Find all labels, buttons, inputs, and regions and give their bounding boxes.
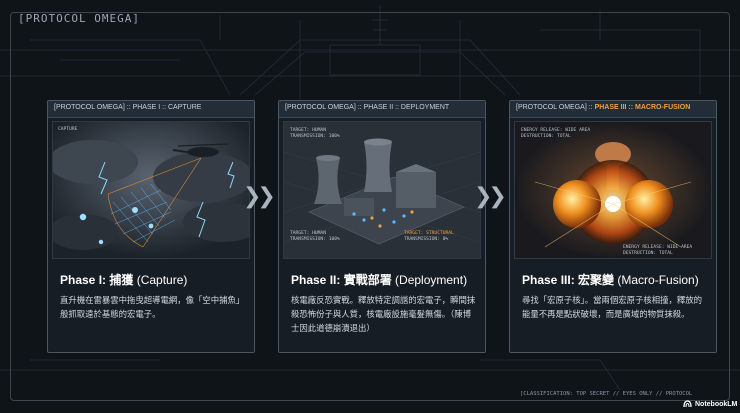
chevron-right-icon: ❯❯ (243, 184, 276, 209)
notebooklm-logo-icon (683, 400, 692, 408)
energy-release-label: ENERGY RELEASE: WIDE AREA (623, 244, 692, 250)
notebooklm-logo[interactable]: NotebookLM (683, 400, 737, 408)
phase-title: Phase II: 實戰部署 (Deployment) (291, 271, 477, 288)
card-header-prefix: [PROTOCOL OMEGA] :: (516, 104, 595, 111)
phase-title-bold: Phase III: 宏聚變 (522, 273, 615, 287)
macro-nucleus-left (553, 180, 601, 228)
deploy-target-label: TARGET: HUMAN (290, 127, 326, 133)
deploy-transmission-label: TRANSMISSION: 100% (290, 236, 340, 242)
card-header-phase: PHASE I :: CAPTURE (132, 104, 202, 111)
phase-title-rest: (Capture) (133, 273, 188, 287)
outer-frame (10, 12, 730, 401)
phase-card-deployment[interactable]: [PROTOCOL OMEGA] :: PHASE II :: DEPLOYME… (278, 100, 486, 353)
logo-text: NotebookLM (695, 400, 738, 408)
card-header: [PROTOCOL OMEGA] :: PHASE I :: CAPTURE (48, 101, 254, 118)
destruction-label: DESTRUCTION: TOTAL (623, 250, 673, 256)
deploy-transmission-label: TRANSMISSION: 100% (290, 133, 340, 139)
helicopter-icon (172, 143, 229, 157)
phase-description: 直升機在雷暴雲中拖曳超導電網，像「空中捕魚」般抓取遠於基態的宏電子。 (60, 295, 245, 319)
phase-description: 核電廠反恐實戰。釋放特定調諧的宏電子，瞬間抹殺恐怖份子與人質，核電廠設施毫髮無傷… (291, 295, 476, 333)
card-header-prefix: [PROTOCOL OMEGA] :: (54, 104, 133, 111)
card-header-phase: PHASE II :: DEPLOYMENT (363, 104, 450, 111)
phase-title-rest: (Deployment) (391, 273, 468, 287)
deploy-structural-label: TARGET: STRUCTURAL (404, 230, 454, 236)
capture-illustration: CAPTURE (52, 121, 250, 259)
macro-nucleus-right (625, 180, 673, 228)
energy-release-label: ENERGY RELEASE: WIDE AREA (521, 127, 590, 133)
phase-title-rest: (Macro-Fusion) (614, 273, 699, 287)
deployment-illustration: TARGET: HUMAN TRANSMISSION: 100% TARGET:… (283, 121, 481, 259)
cooling-tower-icon (314, 155, 342, 204)
capture-image-label: CAPTURE (58, 126, 78, 132)
destruction-label: DESTRUCTION: TOTAL (521, 133, 571, 139)
macro-fusion-illustration: ENERGY RELEASE: WIDE AREA DESTRUCTION: T… (514, 121, 712, 259)
phase-title-bold: Phase II: 實戰部署 (291, 273, 392, 287)
classification-label: [CLASSIFICATION: TOP SECRET // EYES ONLY… (520, 391, 693, 397)
phase-title-bold: Phase I: 捕獲 (60, 273, 134, 287)
card-header-phase: PHASE III :: MACRO-FUSION (594, 104, 691, 111)
card-header: [PROTOCOL OMEGA] :: PHASE II :: DEPLOYME… (279, 101, 485, 118)
card-header: [PROTOCOL OMEGA] :: PHASE III :: MACRO-F… (510, 101, 716, 118)
phase-card-macro-fusion[interactable]: [PROTOCOL OMEGA] :: PHASE III :: MACRO-F… (509, 100, 717, 353)
phase-card-capture[interactable]: [PROTOCOL OMEGA] :: PHASE I :: CAPTURE (47, 100, 255, 353)
phase-title: Phase III: 宏聚變 (Macro-Fusion) (522, 271, 708, 288)
chevron-right-icon: ❯❯ (474, 184, 507, 209)
phase-description: 尋找「宏原子核」。當兩個宏原子核相撞，釋放的能量不再是點狀破壞，而是廣域的物質抹… (522, 295, 703, 319)
phase-title: Phase I: 捕獲 (Capture) (60, 271, 246, 288)
deploy-structural-transmission: TRANSMISSION: 0% (404, 236, 448, 242)
protocol-tag: [PROTOCOL OMEGA] (18, 12, 140, 25)
card-header-prefix: [PROTOCOL OMEGA] :: (285, 104, 364, 111)
deploy-target-label: TARGET: HUMAN (290, 230, 326, 236)
